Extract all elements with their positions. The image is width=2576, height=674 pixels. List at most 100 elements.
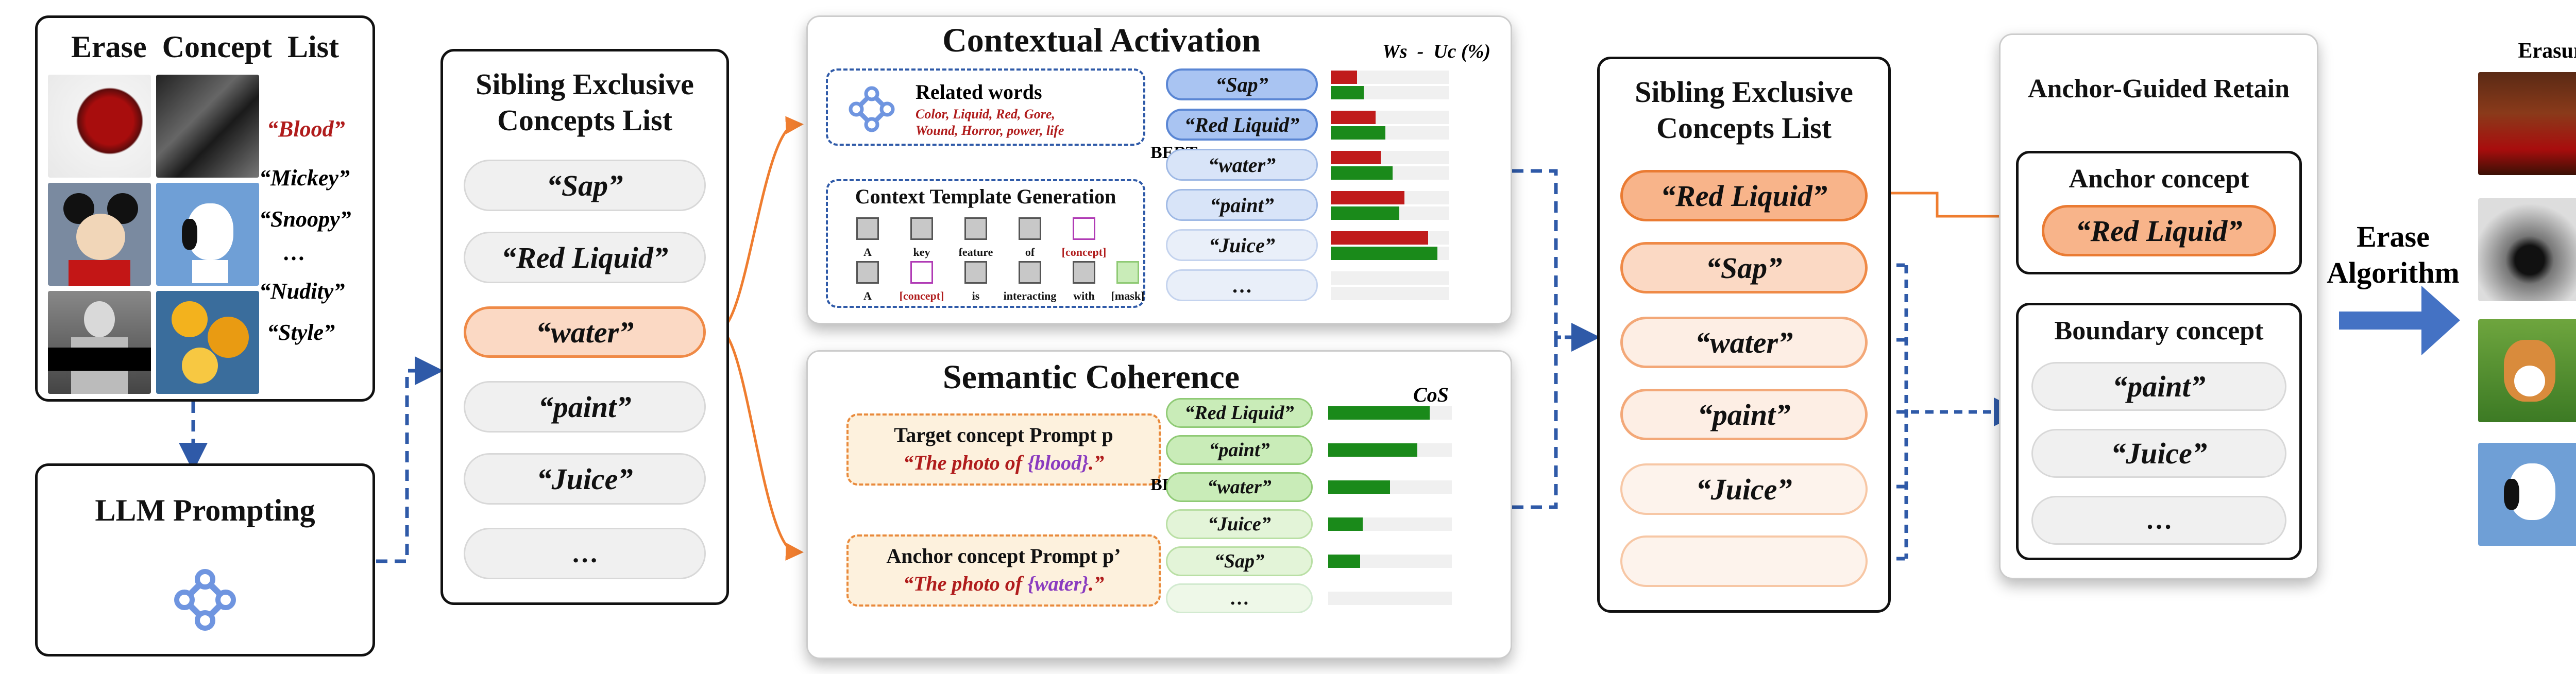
contextual-activation-panel: Contextual Activation Related words Colo… [806,15,1512,324]
arrow-llm-to-list [376,356,444,563]
sibling-list-1-title-line1: Sibling Exclusive [476,67,694,101]
cos-bar [1328,517,1363,531]
arrow-water-to-semantic [718,328,804,561]
contextual-title: Contextual Activation [942,22,1261,59]
semantic-concept-pill: “Sap” [1166,546,1313,576]
sibling-list-1-panel: Sibling Exclusive Concepts List “Sap” “R… [440,49,729,605]
erase-item-ellipsis: … [282,240,305,265]
ws-bar [1331,191,1404,204]
related-words-box: Related words Color, Liquid, Red, Gore, … [826,68,1145,146]
llm-title: LLM Prompting [95,493,315,527]
list1-item-red-liquid: “Red Liquid” [464,232,706,283]
semantic-concept-pill: “water” [1166,472,1313,502]
snoopy-image [156,183,259,286]
uc-bar [1331,206,1400,220]
erase-algorithm-arrow [2339,286,2460,355]
anchor-concept-heading: Anchor concept [2069,164,2249,194]
anchor-concept-item: “Red Liquid” [2042,205,2276,256]
anchor-prompt-box: Anchor concept Prompt p’ “The photo of {… [846,534,1161,607]
list1-item-water: “water” [464,306,706,358]
erase-concept-list-panel: Erase Concept List “Blood” “Mickey” “Sno… [35,15,375,402]
anchor-concept-box: Anchor concept “Red Liquid” [2016,151,2302,274]
sibling-list-2-title-line2: Concepts List [1656,111,1832,145]
result-corgi-before [2478,319,2576,422]
nudity-image [48,291,151,394]
sibling-list-2-panel: Sibling Exclusive Concepts List “Red Liq… [1597,57,1891,613]
ws-bar [1331,231,1428,245]
ws-bar [1331,71,1357,84]
erasure-results-title: Erasure Results [2518,39,2576,63]
anchor-retain-title: Anchor-Guided Retain [2028,74,2290,103]
contextual-concept-pill: … [1166,269,1318,301]
boundary-item-paint: “paint” [2031,362,2286,411]
target-concept: {blood} [1027,451,1089,474]
style-image [156,291,259,394]
related-words-heading: Related words [916,80,1042,103]
sibling-list-2-title-line1: Sibling Exclusive [1635,75,1853,109]
list2-item-paint: “paint” [1620,389,1868,440]
uc-bar [1331,247,1437,260]
erase-list-title: Erase Concept List [71,30,339,64]
target-prompt-text: “The photo of {blood}.” [903,451,1105,474]
boundary-concept-box: Boundary concept “paint” “Juice” … [2016,303,2302,560]
semantic-concept-pill: “Red Liquid” [1166,398,1313,428]
context-template-box: Context Template Generation A key featur… [826,179,1145,308]
uc-bar [1331,126,1385,140]
uc-bar [1331,86,1364,99]
result-dark-before [2478,198,2576,301]
contextual-concept-pill: “water” [1166,149,1318,181]
erase-item-nudity: “Nudity” [259,279,345,304]
anchor-concept: {water} [1027,572,1089,595]
target-prompt-heading: Target concept Prompt p [894,423,1113,446]
ws-uc-label: Ws - Uc (%) [1382,41,1491,62]
mickey-image [48,183,151,286]
sibling-list-1-title-line2: Concepts List [497,103,672,137]
arrow-redliquid-to-anchor [1868,192,2020,226]
list2-item-juice: “Juice” [1620,463,1868,515]
semantic-concept-pill: … [1166,583,1313,613]
target-prompt-box: Target concept Prompt p “The photo of {b… [846,413,1161,486]
list1-item-sap: “Sap” [464,160,706,211]
cos-bar [1328,555,1361,568]
cos-bar [1328,443,1417,457]
list1-item-paint: “paint” [464,381,706,433]
semantic-concept-pill: “Juice” [1166,509,1313,539]
anchor-prompt-heading: Anchor concept Prompt p’ [886,544,1121,567]
bar-track [1331,287,1449,300]
bar-track [1328,592,1452,605]
blood-dark-image [156,75,259,178]
anchor-prompt-text: “The photo of {water}.” [903,572,1105,595]
result-blood-before [2478,72,2576,175]
list1-item-juice: “Juice” [464,453,706,505]
contextual-concept-pill: “Red Liquid” [1166,109,1318,141]
uc-bar [1331,166,1393,180]
arrow-water-to-contextual [718,116,804,331]
semantic-title: Semantic Coherence [942,358,1240,396]
list2-item-water: “water” [1620,317,1868,368]
cos-bar [1328,480,1390,494]
erase-item-mickey: “Mickey” [259,165,350,191]
list2-item-empty [1620,535,1868,587]
erase-item-style: “Style” [267,320,335,345]
related-words-icon [849,86,895,132]
boundary-item-juice: “Juice” [2031,429,2286,478]
cos-bar [1328,406,1430,420]
llm-icon [174,569,236,631]
cos-label: CoS [1413,383,1449,406]
ws-bar [1331,111,1376,124]
list2-item-red-liquid: “Red Liquid” [1620,170,1868,221]
line-semantic-to-list2 [1512,323,1600,509]
erase-algorithm-label: Erase Algorithm [2327,220,2460,289]
erase-item-blood: “Blood” [267,116,345,142]
ws-bar [1331,151,1381,164]
llm-prompting-panel: LLM Prompting [35,463,375,656]
related-words-line1: Color, Liquid, Red, Gore, [916,107,1055,122]
list1-item-ellipsis: … [464,528,706,579]
contextual-concept-pill: “paint” [1166,189,1318,221]
context-template-heading: Context Template Generation [855,185,1116,208]
erase-item-snoopy: “Snoopy” [259,206,351,232]
contextual-concept-pill: “Sap” [1166,68,1318,100]
semantic-concept-pill: “paint” [1166,435,1313,465]
contextual-concept-pill: “Juice” [1166,229,1318,261]
anchor-guided-retain-panel: Anchor-Guided Retain Anchor concept “Red… [1999,33,2318,579]
